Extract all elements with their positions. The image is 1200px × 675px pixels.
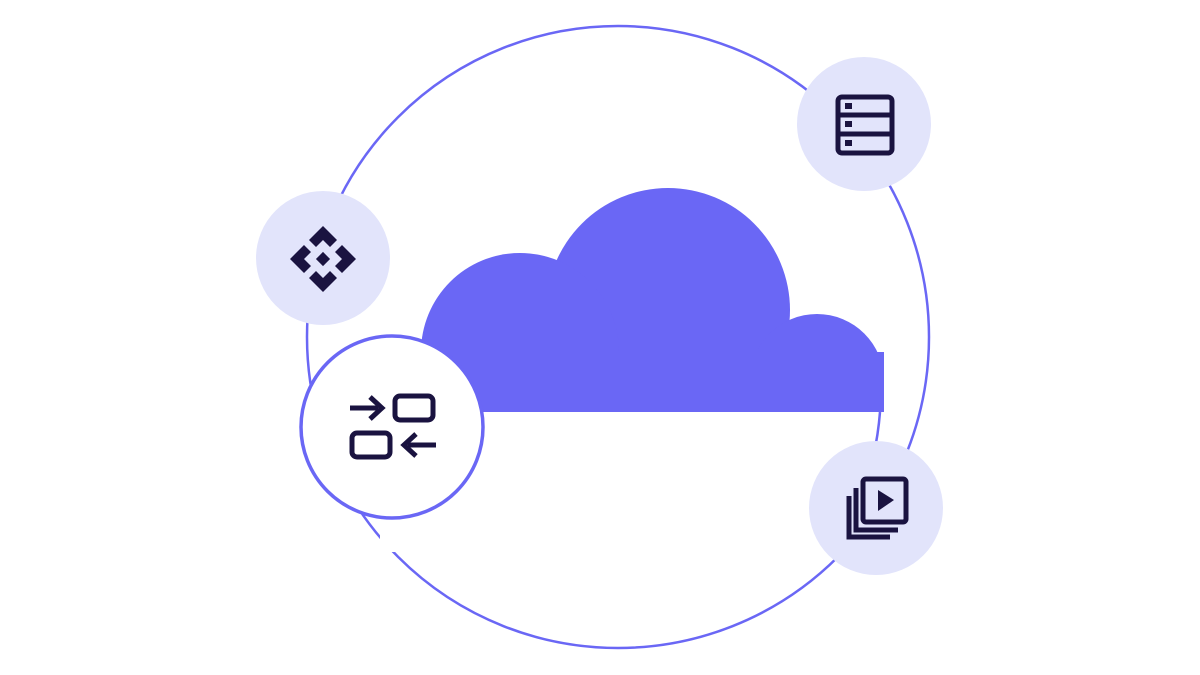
orbit-ring — [305, 24, 931, 650]
network-badge — [256, 191, 390, 325]
server-badge — [797, 57, 931, 191]
transfer-badge — [299, 334, 485, 520]
video-library-icon — [846, 476, 909, 540]
data-transfer-icon — [349, 393, 436, 460]
media-badge — [809, 441, 943, 575]
server-stack-icon — [835, 94, 895, 156]
diamond-network-icon — [290, 226, 356, 292]
